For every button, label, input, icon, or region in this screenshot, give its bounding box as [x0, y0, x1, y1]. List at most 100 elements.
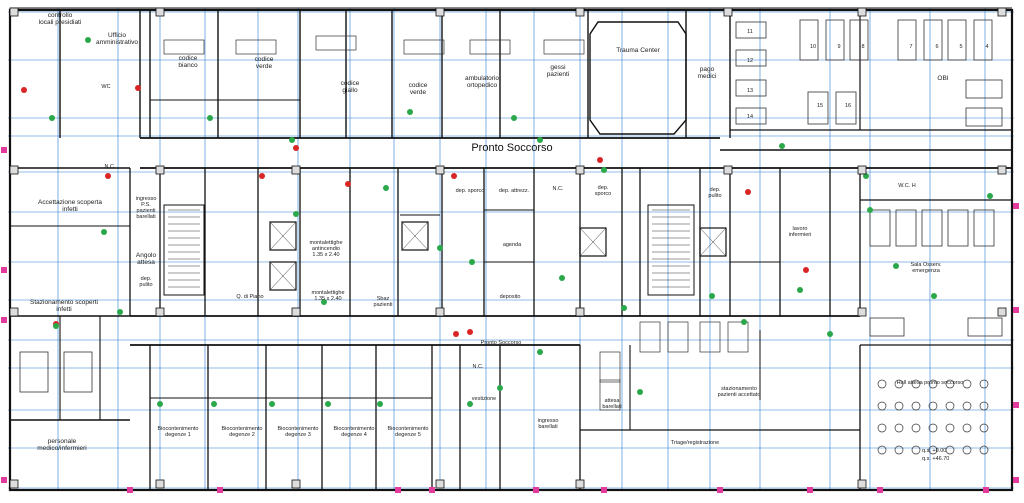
exit-marker	[537, 137, 543, 143]
exit-marker	[863, 173, 869, 179]
bed	[923, 19, 943, 61]
bed	[921, 209, 943, 247]
grid-reference-marker	[807, 487, 813, 493]
chair	[877, 423, 887, 433]
stretcher	[599, 351, 621, 383]
fire-equipment-marker	[21, 87, 27, 93]
fire-equipment-marker	[453, 331, 459, 337]
chair	[911, 379, 921, 389]
structural-column	[997, 307, 1007, 317]
chair	[877, 401, 887, 411]
structural-column	[857, 479, 867, 489]
chair	[945, 401, 955, 411]
chair	[979, 423, 989, 433]
bed	[947, 19, 967, 61]
desk	[469, 39, 511, 55]
exit-marker	[779, 143, 785, 149]
chair	[962, 401, 972, 411]
grid-reference-marker	[717, 487, 723, 493]
exit-marker	[211, 401, 217, 407]
chair	[911, 445, 921, 455]
structural-column	[723, 7, 733, 17]
exit-marker	[157, 401, 163, 407]
structural-column	[435, 307, 445, 317]
elevator-shaft	[579, 227, 607, 257]
grid-reference-marker	[395, 487, 401, 493]
bed	[967, 317, 1003, 337]
structural-column	[291, 307, 301, 317]
structural-column	[575, 479, 585, 489]
bed	[19, 351, 49, 393]
desk	[163, 39, 205, 55]
stretcher	[699, 321, 721, 353]
bed	[835, 91, 857, 125]
structural-column	[857, 165, 867, 175]
structural-column	[291, 165, 301, 175]
exterior-wall	[8, 8, 1014, 492]
chair	[962, 445, 972, 455]
bed	[965, 79, 1003, 99]
fire-equipment-marker	[105, 173, 111, 179]
bed	[849, 19, 869, 61]
chair	[894, 423, 904, 433]
fire-equipment-marker	[745, 189, 751, 195]
exit-marker	[511, 115, 517, 121]
elevator-shaft	[579, 227, 607, 257]
chair	[979, 379, 989, 389]
exit-marker	[269, 401, 275, 407]
exit-marker	[497, 385, 503, 391]
exit-marker	[987, 193, 993, 199]
exit-marker	[377, 401, 383, 407]
exit-marker	[53, 323, 59, 329]
structural-column	[435, 479, 445, 489]
structural-column	[575, 165, 585, 175]
chair	[894, 379, 904, 389]
exit-marker	[637, 389, 643, 395]
bed	[947, 209, 969, 247]
exit-marker	[601, 167, 607, 173]
chair	[962, 379, 972, 389]
chair	[894, 401, 904, 411]
trauma-center-wall	[589, 21, 687, 135]
grid-reference-marker	[1, 477, 7, 483]
structural-column	[575, 307, 585, 317]
bed	[869, 209, 891, 247]
grid-reference-marker	[1013, 477, 1019, 483]
grid-reference-marker	[429, 487, 435, 493]
chair	[894, 445, 904, 455]
structural-column	[155, 7, 165, 17]
stretcher	[667, 321, 689, 353]
grid-reference-marker	[1, 267, 7, 273]
exit-marker	[621, 305, 627, 311]
bed	[973, 19, 993, 61]
exit-marker	[469, 259, 475, 265]
grid-reference-marker	[983, 487, 989, 493]
fire-equipment-marker	[135, 85, 141, 91]
exit-marker	[537, 349, 543, 355]
exit-marker	[867, 207, 873, 213]
staircase	[647, 204, 695, 296]
structural-column	[435, 165, 445, 175]
exit-marker	[827, 331, 833, 337]
elevator-shaft	[401, 221, 429, 251]
chair	[928, 379, 938, 389]
desk	[543, 39, 585, 55]
chair	[945, 445, 955, 455]
desk	[315, 35, 357, 51]
elevator-shaft	[401, 221, 429, 251]
exit-marker	[437, 245, 443, 251]
elevator-shaft	[699, 227, 727, 257]
chair	[877, 379, 887, 389]
chair	[962, 423, 972, 433]
bed	[735, 107, 767, 125]
exit-marker	[49, 115, 55, 121]
bed	[895, 209, 917, 247]
exit-marker	[289, 137, 295, 143]
chair	[911, 423, 921, 433]
fire-equipment-marker	[597, 157, 603, 163]
bed	[825, 19, 845, 61]
elevator-shaft	[269, 221, 297, 251]
chair	[928, 423, 938, 433]
exit-marker	[741, 319, 747, 325]
